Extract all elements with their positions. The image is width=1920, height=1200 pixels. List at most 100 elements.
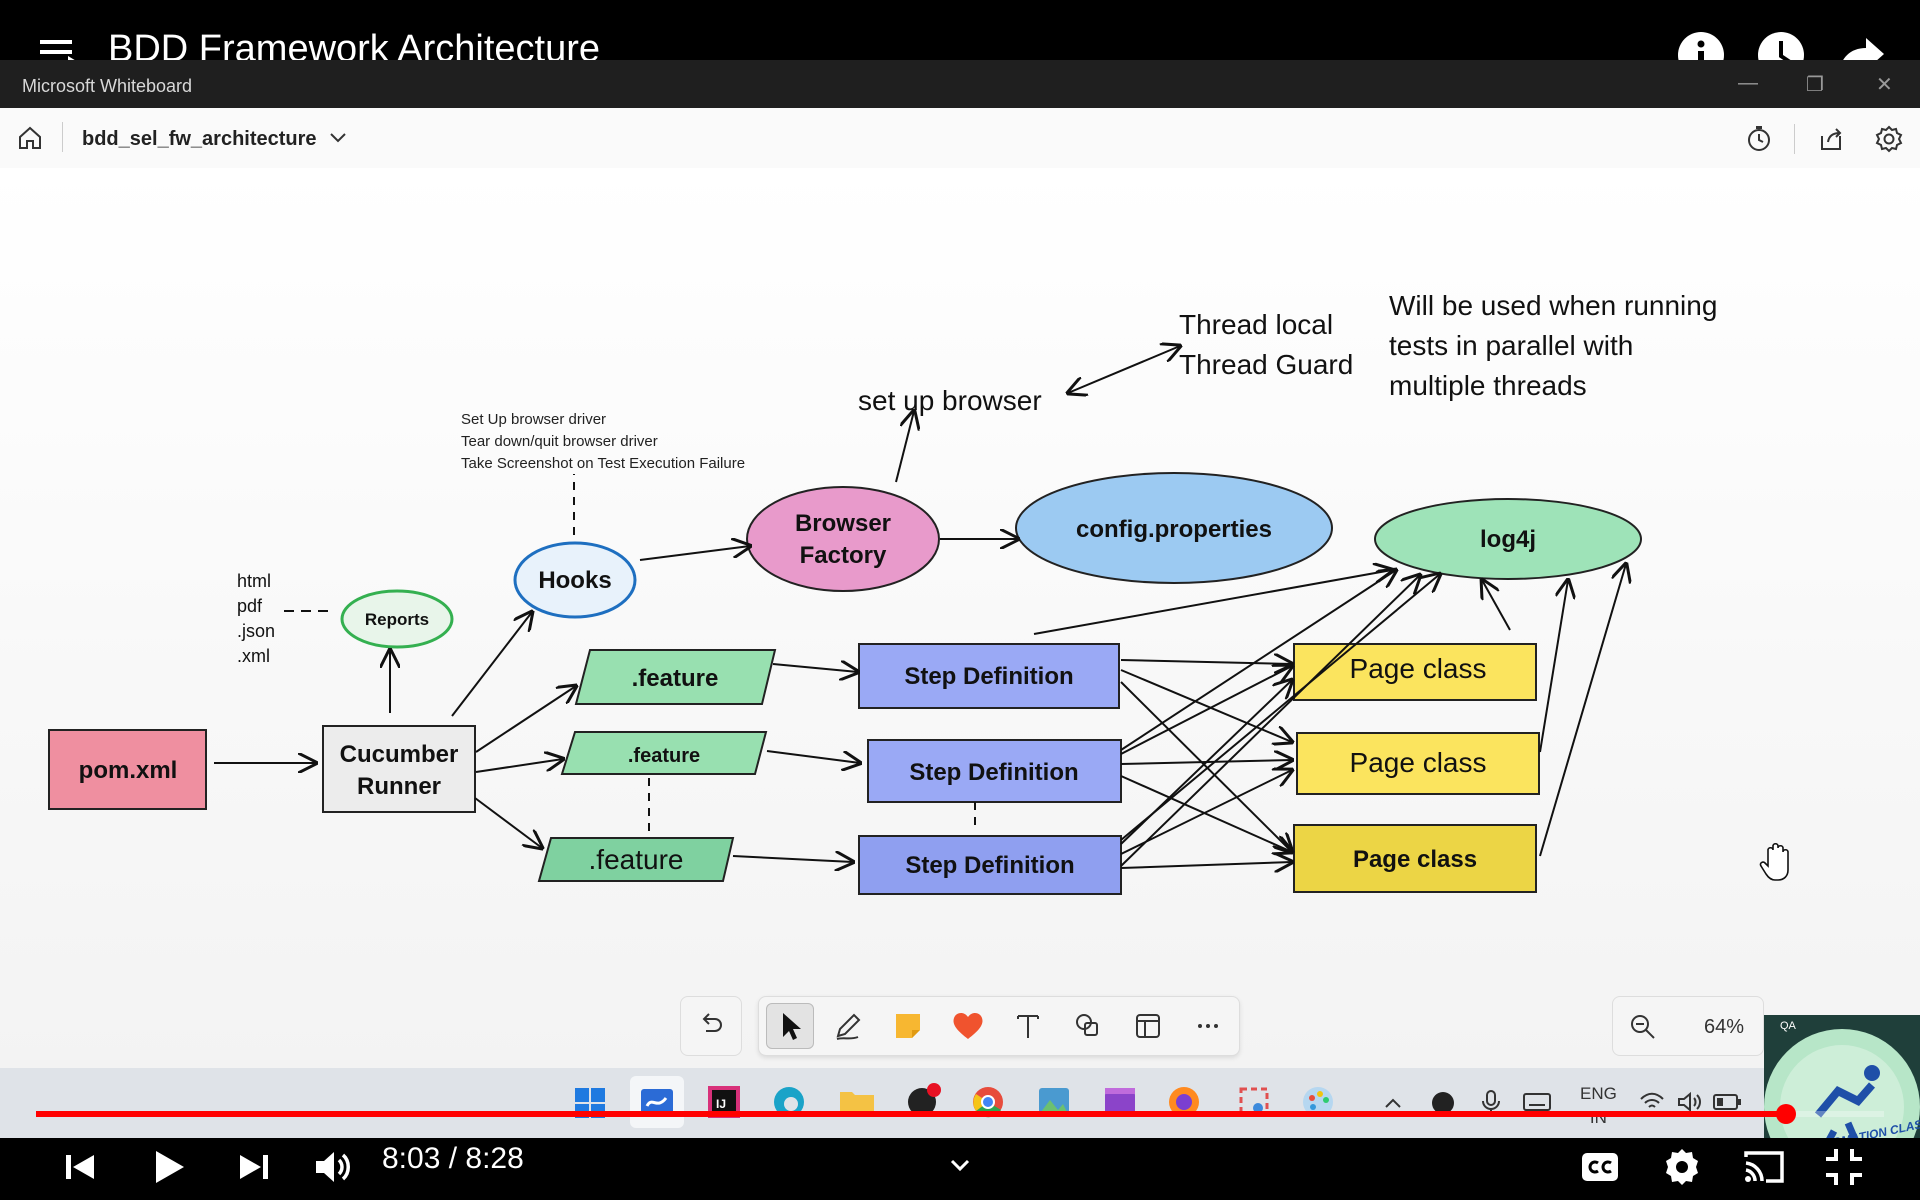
minimize-icon[interactable]: — <box>1738 72 1758 94</box>
photos-app-icon[interactable] <box>1036 1084 1072 1120</box>
play-icon[interactable] <box>144 1143 192 1191</box>
diagram-connectors <box>214 346 1626 868</box>
hooks-note-3: Take Screenshot on Test Execution Failur… <box>461 455 745 472</box>
parallel-note-2: tests in parallel with <box>1389 330 1633 361</box>
closed-captions-icon[interactable] <box>1576 1143 1624 1191</box>
exit-fullscreen-icon[interactable] <box>1820 1143 1868 1191</box>
chevron-down-icon[interactable] <box>936 1143 984 1191</box>
hooks-note-1: Set Up browser driver <box>461 411 606 428</box>
reports-label: Reports <box>365 610 429 629</box>
report-format-json: .json <box>237 621 275 641</box>
file-name[interactable]: bdd_sel_fw_architecture <box>82 128 317 150</box>
feature-box-3[interactable] <box>537 837 735 882</box>
close-icon[interactable]: ✕ <box>1876 74 1893 96</box>
log4j-ellipse[interactable] <box>1374 498 1642 580</box>
sticky-note-icon[interactable] <box>886 1004 930 1048</box>
settings-gear-icon[interactable] <box>1874 124 1904 154</box>
parallel-note-1: Will be used when running <box>1389 290 1717 321</box>
time-display: 8:03 / 8:28 <box>382 1142 524 1175</box>
input-language-indicator[interactable]: ENG IN <box>1580 1082 1617 1130</box>
parallel-note-3: multiple threads <box>1389 370 1587 401</box>
step-definition-box-2[interactable] <box>867 739 1122 803</box>
hand-cursor-icon <box>1759 842 1789 881</box>
feature-label-2: .feature <box>628 745 700 767</box>
tray-app-icon[interactable] <box>1430 1090 1456 1116</box>
share-board-icon[interactable] <box>1816 124 1846 154</box>
home-icon[interactable] <box>16 124 44 152</box>
step-definition-label-2: Step Definition <box>909 759 1078 786</box>
browser-factory-label-1: Browser <box>795 510 891 537</box>
undo-icon[interactable] <box>696 1010 726 1040</box>
language-code: ENG <box>1580 1084 1617 1103</box>
reaction-heart-icon[interactable] <box>946 1004 990 1048</box>
keyboard-icon[interactable] <box>1522 1090 1552 1114</box>
settings-icon[interactable] <box>1658 1143 1706 1191</box>
hooks-note-2: Tear down/quit browser driver <box>461 433 658 450</box>
undo-container <box>680 996 742 1056</box>
video-top-bar <box>0 0 1920 60</box>
pom-box[interactable] <box>48 729 207 810</box>
config-ellipse[interactable] <box>1015 472 1333 584</box>
browser-factory-label-2: Factory <box>800 542 887 569</box>
page-class-box-2[interactable] <box>1296 732 1540 795</box>
hooks-notes: Set Up browser driver Tear down/quit bro… <box>461 411 745 472</box>
windows-taskbar <box>0 1068 1920 1138</box>
hooks-ellipse[interactable] <box>513 541 637 619</box>
page-class-label-2: Page class <box>1350 747 1487 778</box>
cast-icon[interactable] <box>1740 1143 1788 1191</box>
chevron-up-icon[interactable] <box>1382 1094 1404 1112</box>
feature-label-3: .feature <box>589 844 684 875</box>
hooks-label: Hooks <box>538 567 611 594</box>
more-options-icon[interactable] <box>1186 1004 1230 1048</box>
log4j-label: log4j <box>1480 526 1536 553</box>
previous-icon[interactable] <box>56 1143 104 1191</box>
page-class-box-3[interactable] <box>1293 824 1537 893</box>
file-explorer-icon[interactable] <box>838 1086 876 1118</box>
paint-app-icon[interactable] <box>1300 1084 1336 1120</box>
cucumber-runner-box[interactable] <box>322 725 476 813</box>
window-title-bar <box>0 60 1920 108</box>
next-icon[interactable] <box>230 1143 278 1191</box>
step-definition-box-1[interactable] <box>858 643 1120 709</box>
firefox-browser-icon[interactable] <box>1166 1084 1202 1120</box>
select-pointer-icon[interactable] <box>768 1004 812 1048</box>
parallel-note: Will be used when running tests in paral… <box>1389 290 1717 401</box>
report-format-html: html <box>237 571 271 591</box>
battery-icon[interactable] <box>1712 1092 1742 1112</box>
svg-text:IJ: IJ <box>716 1097 726 1111</box>
browser-factory-ellipse[interactable] <box>746 486 940 592</box>
text-tool-icon[interactable] <box>1006 1004 1050 1048</box>
shapes-icon[interactable] <box>1066 1004 1110 1048</box>
whiteboard-app-icon[interactable] <box>638 1084 676 1122</box>
badge-corner-text: QA <box>1780 1020 1797 1032</box>
share-icon[interactable] <box>1836 30 1886 80</box>
zoom-out-icon[interactable] <box>1628 1012 1658 1042</box>
step-definition-box-3[interactable] <box>858 835 1122 895</box>
report-formats: html pdf .json .xml <box>237 571 275 666</box>
config-label: config.properties <box>1076 516 1272 543</box>
obs-studio-icon[interactable] <box>904 1082 942 1120</box>
toolbar-divider <box>1794 124 1795 154</box>
step-definition-label-3: Step Definition <box>905 852 1074 879</box>
clipchamp-icon[interactable] <box>1102 1084 1138 1120</box>
progress-scrubber[interactable] <box>1775 1104 1796 1124</box>
restore-icon[interactable]: ❐ <box>1806 74 1824 96</box>
progress-played <box>36 1111 1786 1117</box>
wifi-icon[interactable] <box>1638 1090 1666 1114</box>
chevron-down-icon[interactable] <box>328 130 348 146</box>
report-format-xml: .xml <box>237 646 270 666</box>
volume-speaker-icon[interactable] <box>308 1143 356 1191</box>
app-name: Microsoft Whiteboard <box>22 76 193 96</box>
report-format-pdf: pdf <box>237 596 263 616</box>
timer-icon[interactable] <box>1744 124 1774 154</box>
volume-icon[interactable] <box>1676 1090 1704 1114</box>
reports-ellipse[interactable] <box>340 589 454 649</box>
whiteboard-canvas[interactable] <box>0 168 1920 1068</box>
feature-box-1[interactable] <box>574 649 777 705</box>
page-class-box-1[interactable] <box>1293 643 1537 701</box>
templates-icon[interactable] <box>1126 1004 1170 1048</box>
set-up-browser-text: set up browser <box>858 385 1042 416</box>
feature-label-1: .feature <box>632 665 719 692</box>
edge-browser-icon[interactable] <box>771 1084 807 1120</box>
pen-icon[interactable] <box>826 1004 870 1048</box>
